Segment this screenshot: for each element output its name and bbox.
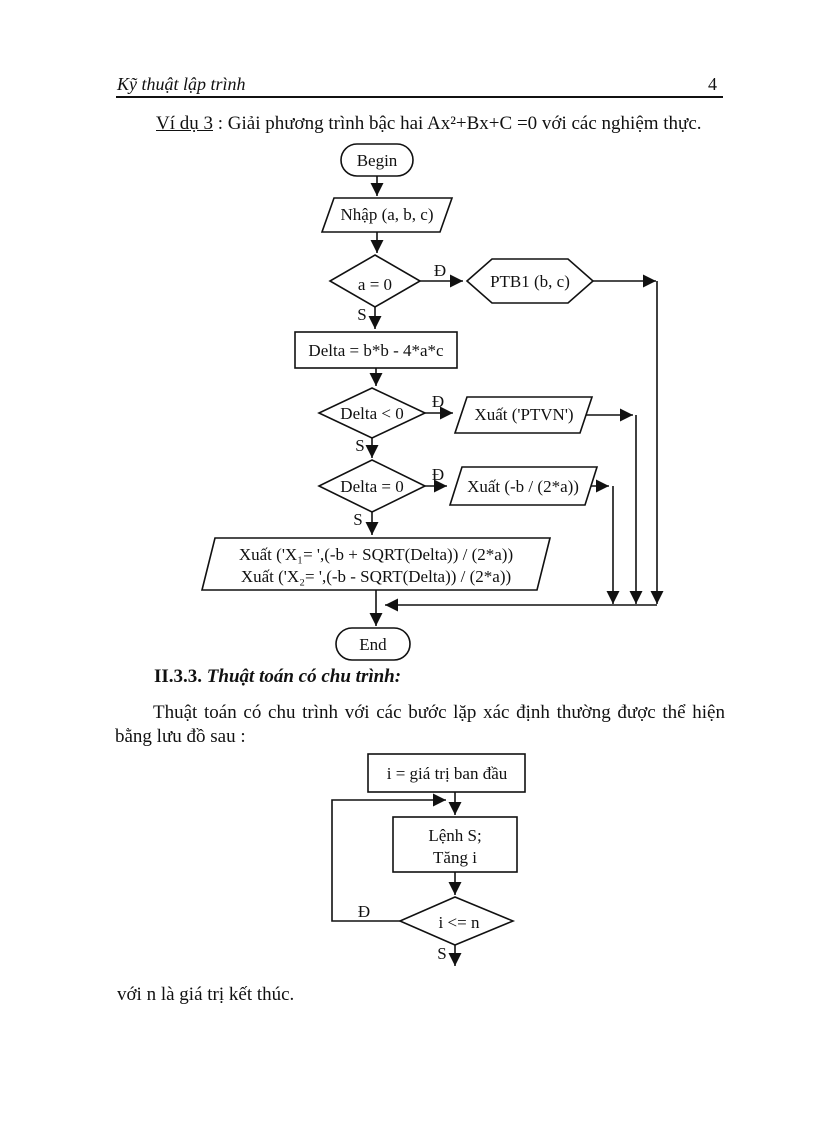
input-node — [320, 197, 454, 233]
edge-loop-back — [331, 793, 446, 922]
section-title: Thuật toán có chu trình: — [202, 666, 402, 687]
decision-a-label: a = 0 — [358, 275, 392, 294]
end-node — [335, 627, 411, 661]
running-title: Kỹ thuật lập trình — [117, 74, 246, 94]
loop-body-line2: Tăng i — [433, 848, 477, 867]
decision-delta-lt-node — [317, 387, 427, 439]
ptb1-node — [465, 258, 595, 304]
begin-node — [340, 143, 414, 177]
output-roots-line1: Xuất ('X₁= ',(-b + SQRT(Delta)) / (2*a)) — [239, 545, 513, 564]
loop-cond-node — [397, 896, 516, 946]
yes-label-loop: Đ — [358, 902, 370, 921]
init-label: i = giá trị ban đầu — [387, 764, 508, 783]
decision-delta-eq-node — [317, 459, 427, 513]
decision-a-node — [328, 254, 422, 308]
ptb1-label: PTB1 (b, c) — [490, 272, 570, 291]
yes-label-1: Đ — [434, 261, 446, 280]
output-double-node — [448, 466, 599, 506]
decision-delta-eq-label: Delta = 0 — [340, 477, 403, 496]
flow-edges-1 — [365, 176, 664, 626]
init-node — [367, 753, 526, 793]
example-text: : Giải phương trình bậc hai Ax²+Bx+C =0 … — [213, 113, 702, 134]
output-ptvn-label: Xuất ('PTVN') — [474, 405, 573, 424]
section-heading: II.3.3. Thuật toán có chu trình: — [154, 666, 401, 688]
output-roots-node — [200, 537, 552, 591]
loop-cond-label: i <= n — [439, 913, 480, 932]
output-roots-line2: Xuất ('X₂= ',(-b - SQRT(Delta)) / (2*a)) — [241, 567, 511, 586]
example-line: Ví dụ 3 : Giải phương trình bậc hai Ax²+… — [156, 113, 702, 135]
section-number: II.3.3. — [154, 666, 203, 687]
flowchart-loop: i = giá trị ban đầu Lệnh S; Tăng i i <= … — [331, 753, 526, 966]
assign-delta-label: Delta = b*b - 4*a*c — [308, 341, 444, 360]
loop-body-node — [392, 816, 518, 873]
section-paragraph: Thuật toán có chu trình với các bước lặp… — [115, 702, 725, 747]
no-label-loop: S — [437, 944, 446, 963]
output-ptvn-node — [453, 396, 594, 434]
footer-note: với n là giá trị kết thúc. — [117, 984, 295, 1005]
flow-edges-2 — [331, 792, 462, 966]
flowchart-quadratic: Begin Nhập (a, b, c) a = 0 Đ S PTB1 (b, … — [200, 143, 664, 661]
yes-label-2: Đ — [432, 392, 444, 411]
output-double-label: Xuất (-b / (2*a)) — [467, 477, 579, 496]
end-label: End — [359, 635, 387, 654]
example-label: Ví dụ 3 — [156, 113, 213, 134]
no-label-2: S — [355, 436, 364, 455]
page-number: 4 — [708, 74, 717, 94]
begin-label: Begin — [357, 151, 398, 170]
no-label-1: S — [357, 305, 366, 324]
decision-delta-lt-label: Delta < 0 — [340, 404, 403, 423]
assign-delta-node — [294, 331, 458, 369]
yes-label-3: Đ — [432, 465, 444, 484]
input-label: Nhập (a, b, c) — [341, 205, 434, 224]
no-label-3: S — [353, 510, 362, 529]
loop-body-line1: Lệnh S; — [428, 826, 481, 845]
header-rule — [116, 96, 723, 98]
